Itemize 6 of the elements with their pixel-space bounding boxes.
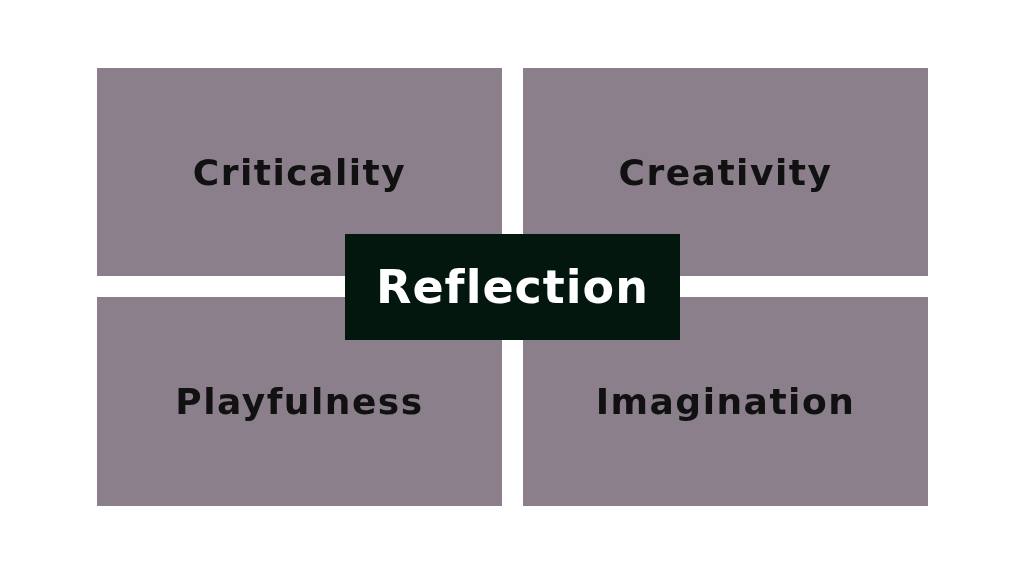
node-label: Imagination	[595, 381, 856, 422]
node-label: Creativity	[618, 151, 833, 193]
node-label: Playfulness	[175, 381, 424, 422]
node-label: Criticality	[192, 151, 407, 193]
node-label: Reflection	[376, 260, 649, 314]
center-box	[345, 234, 680, 340]
